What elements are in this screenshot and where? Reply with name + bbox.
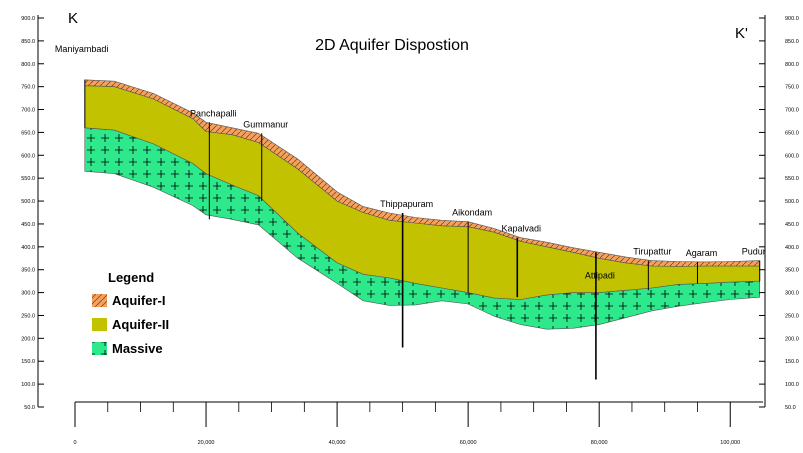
x-tick-label: 60,000	[460, 440, 477, 446]
y-tick-label: 550.0	[785, 176, 799, 182]
aquifer1-swatch	[92, 294, 107, 307]
y-tick-label: 400.0	[785, 245, 799, 251]
legend-item-massive: Massive	[112, 341, 163, 356]
x-tick-label: 20,000	[198, 440, 215, 446]
legend-item-aquifer2: Aquifer-II	[112, 317, 169, 332]
y-tick-label: 600.0	[785, 153, 799, 159]
well-label: Maniyambadi	[55, 44, 109, 54]
y-tick-label: 700.0	[785, 108, 799, 114]
well-label: Pudur	[742, 247, 766, 257]
y-tick-label: 600.0	[21, 153, 35, 159]
y-tick-label: 650.0	[785, 130, 799, 136]
chart-title: 2D Aquifer Dispostion	[315, 37, 469, 54]
legend: Legend Aquifer-I Aquifer-II Massive	[92, 270, 169, 356]
y-tick-label: 300.0	[785, 291, 799, 297]
y-tick-label: 700.0	[21, 108, 35, 114]
legend-title: Legend	[108, 270, 154, 285]
y-tick-label: 50.0	[24, 405, 35, 411]
y-tick-label: 650.0	[21, 130, 35, 136]
axes: 50.0 50.0 100.0 100.0 150.0 150.0 200.0 200.0 25…	[21, 15, 799, 446]
well-label: Thippapuram	[380, 199, 433, 209]
y-tick-label: 750.0	[21, 85, 35, 91]
x-tick-label: 0	[73, 440, 76, 446]
y-tick-label: 100.0	[785, 382, 799, 388]
well-label: Panchapalli	[190, 108, 237, 118]
well-lines: ManiyambadiPanchapalliGummanurThippapura…	[55, 44, 766, 380]
y-tick-label: 150.0	[785, 359, 799, 365]
y-tick-label: 250.0	[785, 313, 799, 319]
y-tick-label: 150.0	[21, 359, 35, 365]
y-tick-label: 900.0	[785, 16, 799, 22]
well-label: Gummanur	[243, 119, 288, 129]
y-tick-label: 400.0	[21, 245, 35, 251]
legend-item-aquifer1: Aquifer-I	[112, 293, 165, 308]
x-tick-label: 40,000	[329, 440, 346, 446]
well-label: Tirupattur	[633, 247, 671, 257]
y-tick-label: 350.0	[21, 268, 35, 274]
y-tick-label: 550.0	[21, 176, 35, 182]
y-tick-label: 50.0	[785, 405, 796, 411]
x-tick-label: 80,000	[591, 440, 608, 446]
y-tick-label: 200.0	[21, 336, 35, 342]
section-end-label: K'	[735, 25, 748, 42]
y-tick-label: 450.0	[21, 222, 35, 228]
y-tick-label: 250.0	[21, 313, 35, 319]
y-tick-label: 500.0	[785, 199, 799, 205]
y-tick-label: 300.0	[21, 291, 35, 297]
y-tick-label: 850.0	[785, 39, 799, 45]
massive-swatch	[92, 342, 107, 355]
well-label: Attipadi	[585, 270, 615, 280]
y-tick-label: 450.0	[785, 222, 799, 228]
y-tick-label: 900.0	[21, 16, 35, 22]
aquifer2-swatch	[92, 318, 107, 331]
y-tick-label: 350.0	[785, 268, 799, 274]
y-tick-label: 100.0	[21, 382, 35, 388]
section-start-label: K	[68, 10, 78, 27]
y-tick-label: 200.0	[785, 336, 799, 342]
y-tick-label: 800.0	[21, 62, 35, 68]
x-tick-label: 100,000	[720, 440, 740, 446]
y-tick-label: 750.0	[785, 85, 799, 91]
well-label: Aikondam	[452, 208, 492, 218]
well-label: Kapalvadi	[502, 224, 542, 234]
well-label: Agaram	[686, 248, 718, 258]
y-tick-label: 850.0	[21, 39, 35, 45]
y-tick-label: 500.0	[21, 199, 35, 205]
y-tick-label: 800.0	[785, 62, 799, 68]
